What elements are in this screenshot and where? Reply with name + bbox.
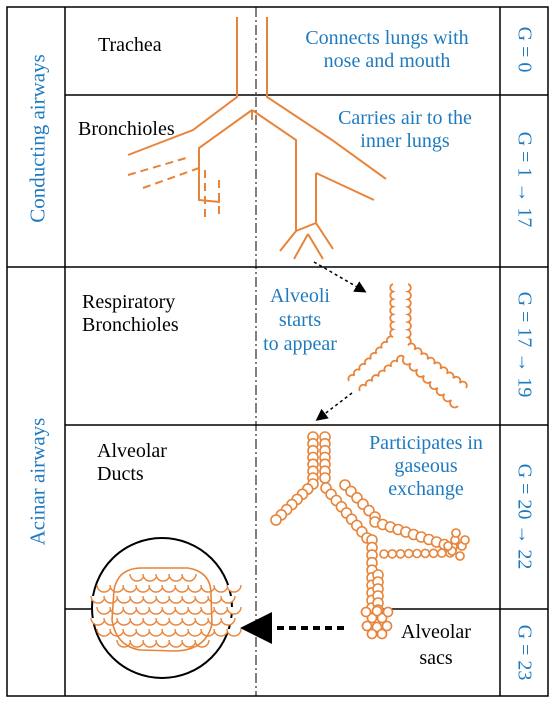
alveolus-bead <box>443 541 453 551</box>
alveolus-bead <box>395 548 406 559</box>
scallop-wall <box>358 354 405 392</box>
alveolus-bead <box>403 548 414 559</box>
arrow-to-respiratory <box>313 261 367 293</box>
generation-label: G = 20 → 22 <box>513 463 536 570</box>
alveolus-bead <box>366 628 378 640</box>
alveolus-bead <box>381 620 393 632</box>
row-sacs-name-line: sacs <box>419 647 453 669</box>
alveolus-bead <box>436 548 447 558</box>
row-respiratory-desc-line: Alveoli <box>270 285 330 307</box>
alveolus-bead <box>387 549 398 559</box>
scallop-wall <box>389 283 396 338</box>
row-respiratory-name-line: Respiratory <box>82 291 176 313</box>
sac-scale <box>220 595 236 604</box>
row-ducts-name: Alveolar Ducts <box>97 440 167 486</box>
row-sacs-name: Alveolar sacs <box>396 619 476 671</box>
row-respiratory-desc-line: starts <box>278 309 322 331</box>
alveolus-bead <box>420 548 431 559</box>
generation-label: G = 1 → 17 <box>513 131 536 228</box>
respiratory-bronchiole-shape <box>347 283 468 409</box>
row-bronchioles-desc-line: Carries air to the <box>338 107 472 129</box>
alveolus-bead <box>460 535 470 545</box>
row-ducts-desc-line: exchange <box>388 478 464 500</box>
generation-label: G = 17 → 19 <box>513 291 536 398</box>
row-bronchioles-name: Bronchioles <box>78 118 175 140</box>
row-ducts-desc: Participates in gaseous exchange <box>352 432 500 501</box>
sac-scale <box>181 573 197 582</box>
sac-scale <box>220 617 236 626</box>
row-trachea-desc-line: Connects lungs with <box>305 27 469 49</box>
alveolus-bead <box>451 528 461 538</box>
alveolus-bead <box>366 612 378 624</box>
row-ducts-desc-line: gaseous <box>394 455 458 477</box>
alveolus-bead <box>371 621 383 633</box>
row-ducts-name-line: Ducts <box>97 463 144 485</box>
alveolus-bead <box>379 549 389 559</box>
alveolus-bead <box>371 605 383 617</box>
alveolus-bead <box>376 612 388 624</box>
scallop-wall <box>347 335 394 382</box>
arrow-to-ducts <box>315 392 353 421</box>
row-sacs-name-line: Alveolar <box>401 621 471 643</box>
alveolus-bead <box>428 548 439 559</box>
scallop-wall <box>404 283 412 346</box>
row-respiratory-desc: Alveoli starts to appear <box>250 284 350 356</box>
alveolar-duct-shape <box>270 431 470 640</box>
sac-scale <box>226 584 242 593</box>
row-bronchioles-desc-line: inner lungs <box>360 130 450 152</box>
table-frame <box>6 6 549 697</box>
zone-acinar-label: Acinar airways <box>25 417 50 546</box>
sac-scale <box>226 628 242 637</box>
alveolus-bead <box>382 606 394 618</box>
row-respiratory-name: Respiratory Bronchioles <box>82 291 179 337</box>
zone-conducting-label: Conducting airways <box>25 54 50 223</box>
scallop-wall <box>407 342 468 389</box>
row-trachea-name: Trachea <box>98 34 162 56</box>
row-respiratory-name-line: Bronchioles <box>82 314 179 336</box>
alveolus-bead <box>412 548 422 559</box>
alveolus-bead <box>361 620 373 632</box>
row-ducts-desc-line: Participates in <box>369 432 483 454</box>
sac-scale <box>226 606 242 615</box>
sac-outline <box>111 567 213 652</box>
alveolus-bead <box>270 514 282 526</box>
bronchiole-dashes <box>127 157 220 218</box>
alveolus-bead <box>360 606 372 618</box>
trachea-shape <box>127 17 387 260</box>
row-bronchioles-desc: Carries air to the inner lungs <box>310 107 500 153</box>
row-ducts-name-line: Alveolar <box>97 440 167 462</box>
generation-label: G = 0 <box>513 26 536 73</box>
alveolus-bead <box>319 472 331 484</box>
generation-label: G = 23 <box>513 624 536 681</box>
row-trachea-desc-line: nose and mouth <box>323 50 451 72</box>
alveolus-bead <box>376 628 388 640</box>
row-respiratory-desc-line: to appear <box>263 333 337 355</box>
row-trachea-desc: Connects lungs with nose and mouth <box>280 27 494 73</box>
alveolar-sac-cluster <box>90 567 242 652</box>
alveolus-bead <box>455 551 465 561</box>
scallop-wall <box>401 356 459 409</box>
